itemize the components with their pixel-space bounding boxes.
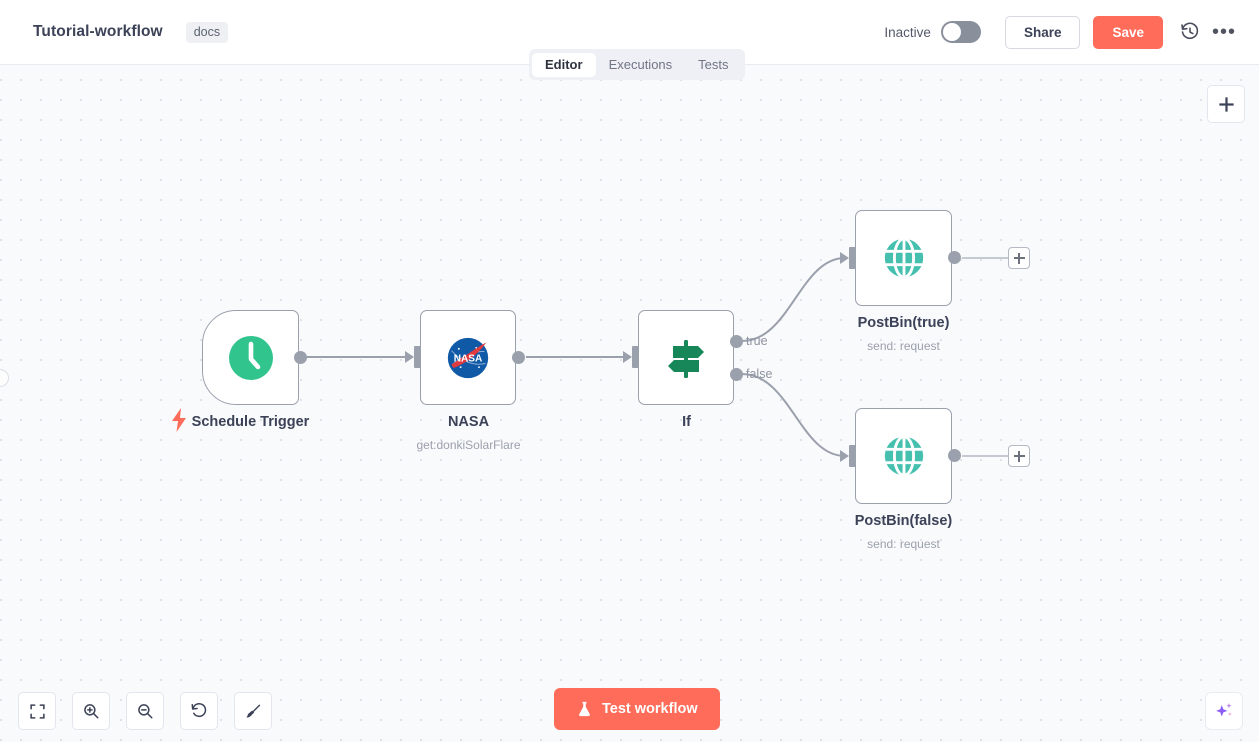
zoom-out-button[interactable] — [126, 692, 164, 730]
zoom-in-button[interactable] — [72, 692, 110, 730]
output-label-false: false — [746, 367, 773, 381]
add-node-button[interactable] — [1207, 85, 1245, 123]
tidy-up-button[interactable] — [234, 692, 272, 730]
ai-assistant-button[interactable] — [1205, 692, 1243, 730]
node-label-postbin-false: PostBin(false) — [854, 513, 953, 529]
test-workflow-label: Test workflow — [602, 701, 698, 717]
tab-executions[interactable]: Executions — [608, 56, 673, 72]
save-button[interactable]: Save — [1093, 15, 1163, 49]
sparkle-icon — [1216, 703, 1232, 717]
globe-icon — [884, 237, 923, 279]
node-postbin-false[interactable] — [855, 408, 952, 504]
ellipsis-glyph: ••• — [1211, 21, 1236, 43]
node-label-postbin-true: PostBin(true) — [857, 315, 950, 331]
input-arrow-postbin-true — [840, 252, 849, 264]
page-title[interactable]: Tutorial-workflow — [33, 23, 163, 40]
toggle-knob — [942, 23, 961, 41]
globe-icon — [884, 435, 923, 477]
header-actions: Inactive Share Save ••• — [884, 15, 1259, 49]
input-port-if — [632, 346, 640, 368]
nasa-logo-icon: NASA — [447, 337, 489, 378]
output-port-postbin-true[interactable] — [948, 251, 961, 264]
connection-wires — [306, 257, 1008, 457]
clock-icon — [228, 335, 273, 380]
input-port-postbin-false — [849, 445, 857, 467]
tab-tests[interactable]: Tests — [698, 56, 729, 72]
input-port-postbin-true — [849, 247, 857, 269]
svg-text:NASA: NASA — [454, 353, 483, 364]
activation-toggle[interactable] — [940, 21, 981, 43]
node-subtitle-postbin-true: send: request — [867, 339, 940, 353]
node-label-nasa: NASA — [447, 414, 490, 430]
test-workflow-button[interactable]: Test workflow — [554, 688, 720, 730]
node-subtitle-nasa: get:donkiSolarFlare — [416, 438, 521, 452]
undo-icon — [191, 703, 207, 718]
signpost-icon — [668, 339, 704, 378]
editor-tabbar: Editor Executions Tests — [529, 49, 745, 80]
flask-icon — [579, 701, 590, 717]
magnifier-minus-icon — [138, 704, 153, 719]
more-options-icon[interactable]: ••• — [1207, 15, 1241, 49]
input-port-nasa — [414, 346, 422, 368]
docs-tag[interactable]: docs — [185, 21, 229, 43]
history-icon[interactable] — [1173, 15, 1207, 49]
broom-icon — [246, 704, 261, 718]
add-node-after-postbin-false[interactable] — [1008, 445, 1030, 467]
node-postbin-true[interactable] — [855, 210, 952, 306]
share-button[interactable]: Share — [1004, 15, 1081, 49]
output-port-if-true[interactable] — [730, 335, 743, 348]
app-header: Tutorial-workflow docs Inactive Share Sa… — [0, 0, 1259, 65]
output-port-if-false[interactable] — [730, 368, 743, 381]
input-arrow-postbin-false — [840, 450, 849, 462]
input-arrow-nasa — [405, 351, 414, 363]
lightning-bolt-icon — [170, 408, 188, 437]
node-if[interactable] — [638, 310, 734, 405]
add-node-after-postbin-true[interactable] — [1008, 247, 1030, 269]
canvas-toolbar — [18, 692, 272, 730]
magnifier-plus-icon — [84, 704, 99, 719]
fit-to-view-button[interactable] — [18, 692, 56, 730]
node-schedule-trigger[interactable] — [202, 310, 299, 405]
fit-screen-icon — [29, 703, 45, 719]
reset-zoom-button[interactable] — [180, 692, 218, 730]
node-label-schedule-trigger: Schedule Trigger — [191, 414, 310, 430]
output-label-true: true — [746, 334, 768, 348]
output-port-postbin-false[interactable] — [948, 449, 961, 462]
output-port-schedule-trigger[interactable] — [294, 351, 307, 364]
activation-status-label: Inactive — [884, 24, 931, 40]
node-nasa[interactable]: NASA — [420, 310, 516, 405]
input-arrow-if — [623, 351, 632, 363]
plus-icon — [1218, 96, 1234, 112]
workflow-canvas[interactable]: Schedule Trigger NASA NASA get:donkiSola… — [0, 65, 1259, 742]
output-port-nasa[interactable] — [512, 351, 525, 364]
tab-editor[interactable]: Editor — [532, 52, 596, 77]
node-subtitle-postbin-false: send: request — [867, 537, 940, 551]
sidebar-collapse-handle[interactable] — [0, 369, 9, 387]
node-label-if: If — [682, 414, 691, 430]
